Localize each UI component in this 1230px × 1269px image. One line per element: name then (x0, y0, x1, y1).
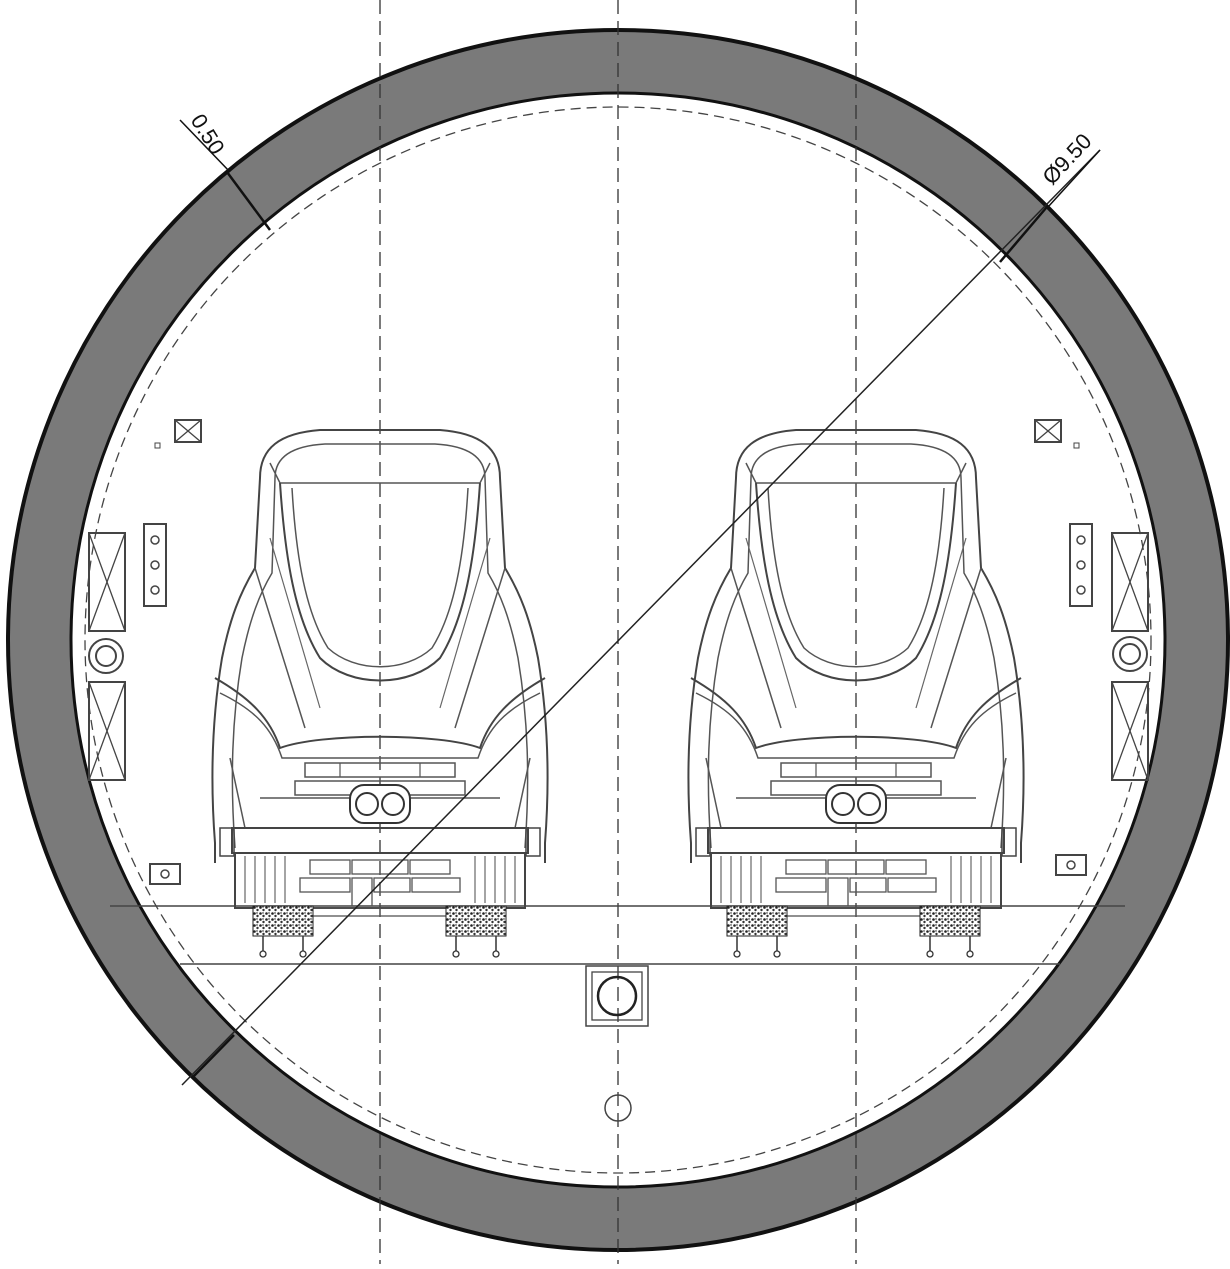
lining-thickness-label: 0.50 (186, 109, 230, 159)
pipe-left-inner (95, 645, 117, 667)
light-fixture-cross (174, 419, 202, 443)
cable-tray-left-lower (88, 681, 126, 781)
bogie-left-1 (252, 905, 314, 958)
junction-box-left (149, 863, 181, 885)
signal-lamp (1076, 585, 1086, 595)
cable-tray-left-upper (88, 532, 126, 632)
pipe-right (1112, 636, 1148, 672)
pipe-left (88, 638, 124, 674)
signal-lamp (150, 585, 160, 595)
signal-panel-left (143, 523, 167, 607)
light-fixture-right (1034, 419, 1062, 443)
signal-lamp (1076, 535, 1086, 545)
tunnel-diameter-label: Ø9.50 (1037, 129, 1096, 190)
signal-lamp (150, 535, 160, 545)
centerlines (379, 0, 857, 1264)
segment-joint (191, 1034, 235, 1079)
thickness-dimension-leader (179, 119, 231, 173)
signal-panel-right (1069, 523, 1093, 607)
junction-box-right (1055, 854, 1087, 876)
lower-drain (604, 1094, 632, 1122)
clearance-envelope (84, 106, 1152, 1174)
segment-joint (999, 207, 1047, 263)
bogie-right-2 (919, 905, 981, 958)
drain-chamber (585, 965, 649, 1027)
drain-pipe (596, 975, 638, 1017)
diameter-dimension-leader (1047, 149, 1101, 208)
light-fixture-left (174, 419, 202, 443)
diameter-dimension-line (181, 149, 1101, 1086)
cable-tray-right-upper (1111, 532, 1149, 632)
bogie-left-2 (445, 905, 507, 958)
drain-chamber-inner (591, 971, 643, 1021)
junction-box-port (160, 869, 170, 879)
cable-tray-right-lower (1111, 681, 1149, 781)
junction-box-port (1066, 860, 1076, 870)
signal-lamp (1076, 560, 1086, 570)
bogie-right-1 (726, 905, 788, 958)
pipe-right-inner (1119, 643, 1141, 665)
small-fixture (1073, 442, 1080, 449)
small-fixture (154, 442, 161, 449)
segment-joint (225, 171, 272, 231)
signal-lamp (150, 560, 160, 570)
light-fixture-cross (1034, 419, 1062, 443)
